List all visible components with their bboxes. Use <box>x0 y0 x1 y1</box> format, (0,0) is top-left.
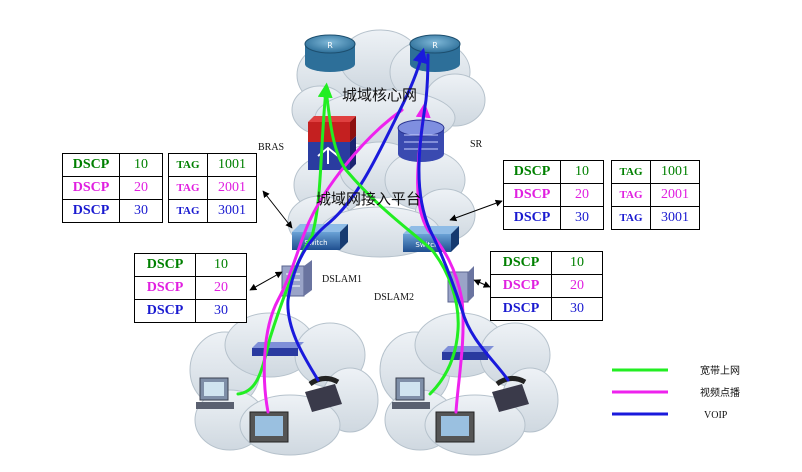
dscp-key: DSCP <box>62 199 120 223</box>
dscp-value: 30 <box>119 199 163 223</box>
tag-key: TAG <box>611 183 651 207</box>
dscp-value: 30 <box>560 206 604 230</box>
dscp-value: 20 <box>195 276 247 300</box>
dscp-key: DSCP <box>62 176 120 200</box>
tag-key: TAG <box>168 199 208 223</box>
switch-mark: Switch <box>304 239 327 247</box>
dscp-value: 30 <box>551 297 603 321</box>
tag-value: 3001 <box>207 199 257 223</box>
dscp-key: DSCP <box>503 206 561 230</box>
arrow-left-table <box>262 190 293 229</box>
tag-value: 3001 <box>650 206 700 230</box>
legend-label-broadband: 宽带上网 <box>700 364 740 377</box>
dscp-value: 20 <box>551 274 603 298</box>
phone-left-icon <box>305 376 342 412</box>
phone-right-icon <box>492 376 529 412</box>
left-hub-icon <box>252 342 304 356</box>
dscp-key: DSCP <box>134 276 196 300</box>
legend-label-video: 视频点播 <box>700 386 740 399</box>
arrow-dslam1-table <box>249 271 283 291</box>
tag-value: 1001 <box>650 160 700 184</box>
dscp-value: 10 <box>560 160 604 184</box>
dslam2-label: DSLAM2 <box>374 292 414 303</box>
tag-key: TAG <box>611 160 651 184</box>
dscp-key: DSCP <box>503 160 561 184</box>
router-mark: R <box>432 41 438 50</box>
sr-label: SR <box>470 139 483 150</box>
dscp-value: 10 <box>195 253 247 277</box>
dscp-key: DSCP <box>134 253 196 277</box>
voip-path-right <box>417 53 510 382</box>
dscp-value: 20 <box>119 176 163 200</box>
bras-icon <box>308 116 356 170</box>
dscp-value: 10 <box>119 153 163 177</box>
arrow-dslam2-table <box>473 279 491 288</box>
annotation-arrows <box>249 190 503 291</box>
tag-key: TAG <box>168 153 208 177</box>
dscp-value: 30 <box>195 299 247 323</box>
arrow-right-table <box>449 199 503 222</box>
access-platform-label: 城域网接入平台 <box>316 190 421 208</box>
dscp-key: DSCP <box>490 274 552 298</box>
dscp-key: DSCP <box>490 251 552 275</box>
tag-value: 2001 <box>650 183 700 207</box>
video-path-left <box>262 108 404 414</box>
tag-key: TAG <box>611 206 651 230</box>
tag-value: 2001 <box>207 176 257 200</box>
service-paths <box>236 47 510 414</box>
pc-right-icon <box>392 377 430 409</box>
dscp-value: 20 <box>560 183 604 207</box>
pc-left-icon <box>196 377 234 409</box>
tag-value: 1001 <box>207 153 257 177</box>
dscp-key: DSCP <box>134 299 196 323</box>
dscp-value: 10 <box>551 251 603 275</box>
tv-right-icon <box>435 411 475 443</box>
legend-label-voip: VOIP <box>704 410 728 421</box>
dscp-key: DSCP <box>503 183 561 207</box>
tv-left-icon <box>249 411 289 443</box>
bras-label: BRAS <box>258 142 284 153</box>
router-mark: R <box>327 41 333 50</box>
broadband-path-right <box>324 88 460 396</box>
voip-path-left <box>286 47 428 382</box>
dscp-key: DSCP <box>62 153 120 177</box>
legend: 宽带上网 视频点播 VOIP <box>612 364 740 421</box>
dslam1-label: DSLAM1 <box>322 274 362 285</box>
core-network-label: 城域核心网 <box>342 86 417 104</box>
dscp-key: DSCP <box>490 297 552 321</box>
core-router-left-icon: R <box>304 34 356 72</box>
tag-key: TAG <box>168 176 208 200</box>
